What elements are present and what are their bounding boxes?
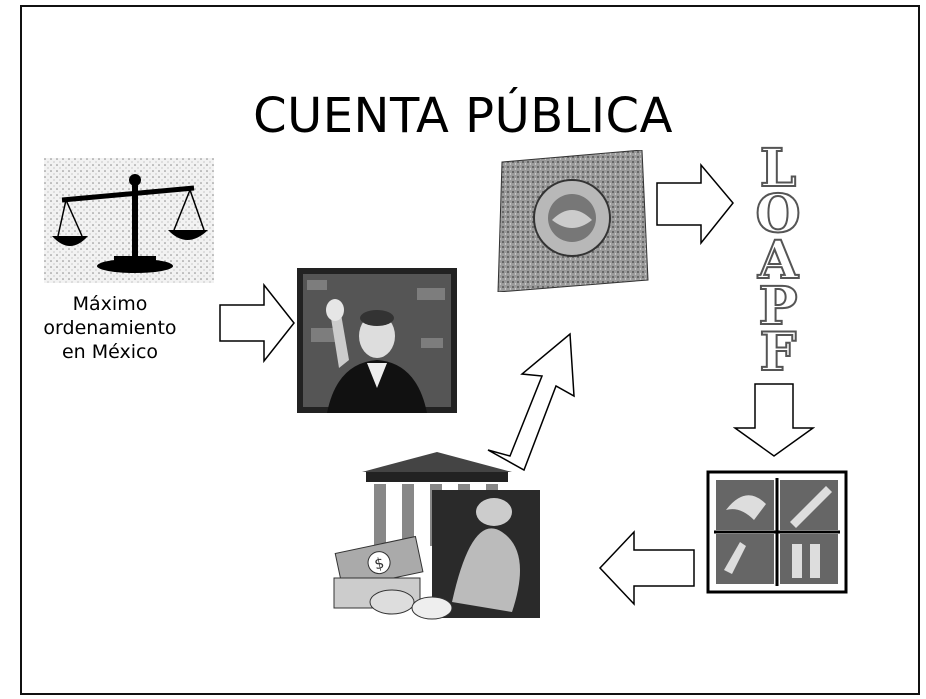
loapf-letter: P: [758, 276, 797, 337]
loapf-letters: L O A P F: [732, 142, 824, 374]
left-arrow-icon: [598, 530, 696, 606]
bank-money-image: $: [332, 452, 542, 622]
mexico-flag-image: [492, 150, 650, 292]
up-right-arrow-icon: [484, 330, 588, 472]
caption-line: Máximo: [72, 293, 148, 315]
loapf-letter: L: [760, 142, 797, 199]
loapf-letter: O: [755, 184, 800, 245]
politician-waving-image: [297, 268, 457, 413]
right-arrow-icon: [655, 163, 735, 245]
caption-maximo-ordenamiento: Máximo ordenamiento en México: [30, 292, 190, 364]
loapf-letter: A: [757, 230, 799, 291]
loapf-letter: F: [760, 322, 797, 374]
down-arrow-icon: [733, 382, 815, 458]
caption-line: ordenamiento: [43, 317, 177, 339]
shcp-logo-image: [706, 470, 848, 594]
caption-line: en México: [61, 341, 159, 363]
right-arrow-icon: [218, 283, 296, 363]
scales-of-justice-image: [44, 158, 214, 283]
svg-text:$: $: [373, 554, 386, 574]
slide-title: CUENTA PÚBLICA: [253, 88, 673, 144]
